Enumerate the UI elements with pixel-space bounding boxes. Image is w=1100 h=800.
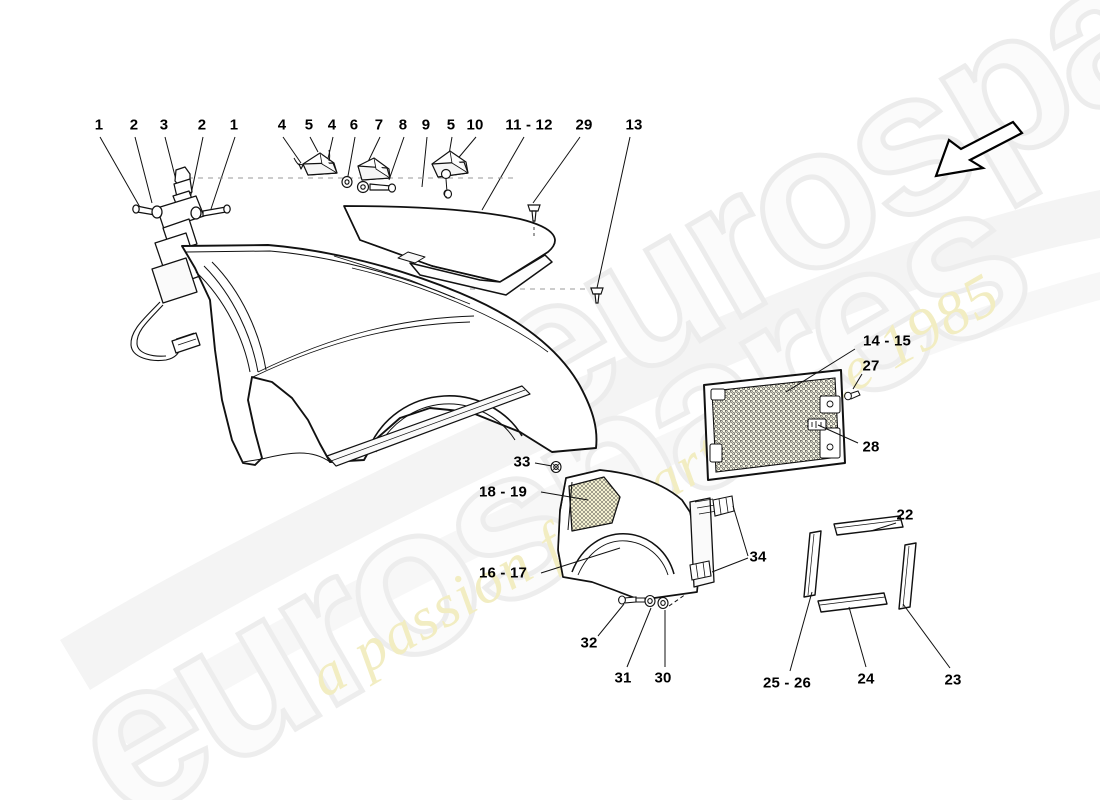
leader-lines-strips: [789, 522, 951, 672]
callout-number: 1: [229, 116, 239, 134]
callout-number: 27: [862, 357, 880, 375]
callout-number: 7: [374, 116, 384, 134]
wheel-arch-liner: [557, 469, 718, 601]
callout-number: 33: [513, 453, 531, 471]
callout-number: 23: [944, 671, 962, 689]
bonnet-fixings-group: [293, 149, 469, 199]
callout-number: 11 - 12: [505, 116, 553, 134]
callout-number: 29: [575, 116, 593, 134]
callout-number: 1: [94, 116, 104, 134]
callout-number: 13: [625, 116, 643, 134]
trim-strips: [803, 515, 917, 613]
liner-retaining-clips: [689, 495, 735, 581]
callout-number: 28: [862, 438, 880, 456]
callout-number: 4: [277, 116, 287, 134]
liner-fixings: [618, 594, 669, 610]
bonnet-lid-panel: [343, 205, 556, 296]
front-wing-panel: [181, 244, 598, 467]
leader-lines-fixings: [597, 593, 687, 668]
leader-lines-liner: [534, 462, 749, 574]
callout-number: 32: [580, 634, 598, 652]
callout-number: 10: [466, 116, 484, 134]
bonnet-screws: [527, 204, 604, 304]
direction-arrow: [934, 120, 1024, 178]
callout-number: 2: [197, 116, 207, 134]
callout-number: 18 - 19: [478, 483, 528, 501]
liner-nut: [550, 460, 562, 474]
leader-lines-grille: [785, 348, 863, 444]
callout-number: 2: [129, 116, 139, 134]
callout-number: 8: [398, 116, 408, 134]
callout-number: 4: [327, 116, 337, 134]
callout-number: 22: [896, 506, 914, 524]
callout-number: 5: [446, 116, 456, 134]
callout-number: 14 - 15: [862, 332, 912, 350]
callout-number: 6: [349, 116, 359, 134]
callout-number: 31: [614, 669, 632, 687]
callout-number: 30: [654, 669, 672, 687]
callout-number: 25 - 26: [762, 674, 812, 692]
mesh-grille-panel: [703, 369, 861, 481]
callout-number: 34: [749, 548, 767, 566]
callout-number: 9: [421, 116, 431, 134]
callout-number: 24: [857, 670, 875, 688]
callout-number: 3: [159, 116, 169, 134]
callout-number: 5: [304, 116, 314, 134]
callout-number: 16 - 17: [478, 564, 528, 582]
